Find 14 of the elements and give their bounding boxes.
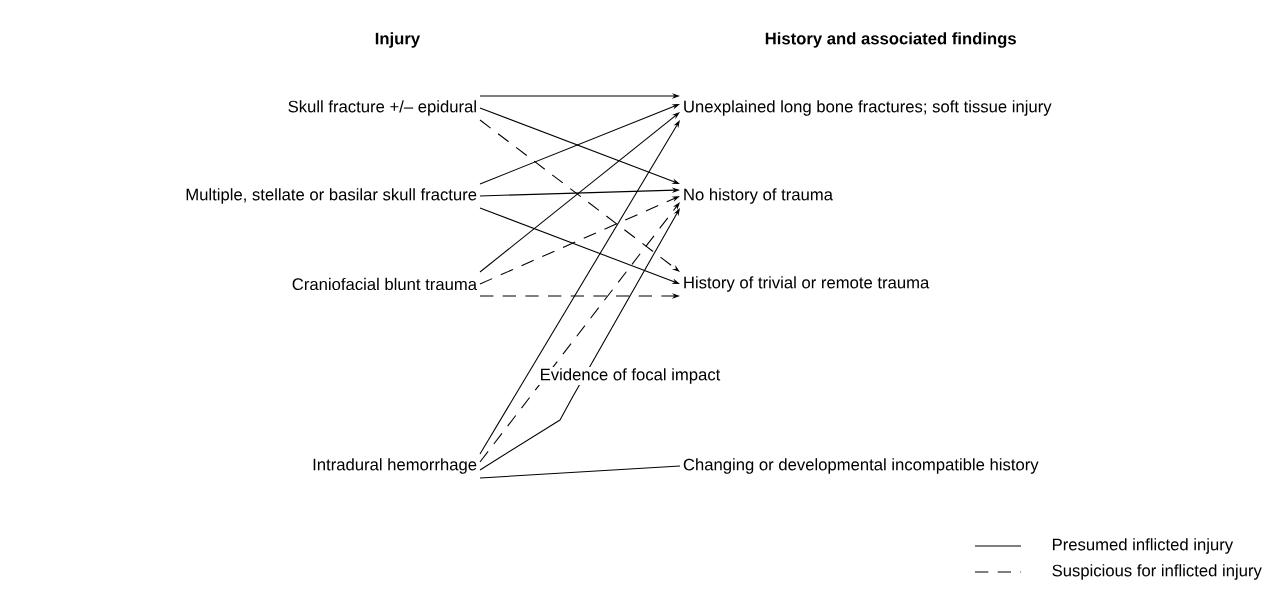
column-heading: History and associated findings xyxy=(765,32,1016,48)
legend-text: Suspicious for inflicted injury xyxy=(1052,564,1262,580)
finding-text: Changing or developmental incompatible history xyxy=(683,458,1039,474)
finding-text: Skull fracture +/– epidural xyxy=(288,100,476,116)
finding-text: History of trivial or remote trauma xyxy=(684,276,930,292)
finding-text: Evidence of focal impact xyxy=(538,366,722,386)
finding-text: Unexplained long bone fractures; soft tissue injury xyxy=(684,100,1052,116)
connector-arrow xyxy=(479,120,680,455)
column-heading: Injury xyxy=(375,32,420,48)
finding-text: Multiple, stellate or basilar skull fracture xyxy=(186,188,477,204)
finding-text: Intradural hemorrhage xyxy=(313,458,477,474)
finding-text: Craniofacial blunt trauma xyxy=(292,277,477,291)
legend-text: Presumed inflicted injury xyxy=(1052,538,1234,554)
finding-text: No history of trauma xyxy=(684,188,833,204)
